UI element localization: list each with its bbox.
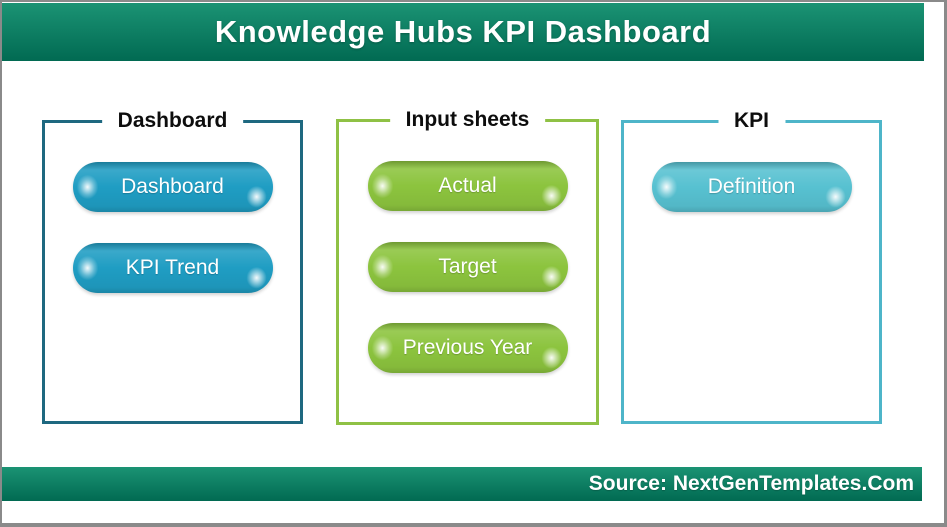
nav-pill-kpi-trend[interactable]: KPI Trend — [72, 243, 273, 293]
group-title-input-sheets: Input sheets — [389, 105, 546, 135]
group-title-kpi: KPI — [717, 106, 786, 136]
pill-label: Dashboard — [121, 175, 224, 198]
group-title-dashboard: Dashboard — [101, 106, 244, 136]
nav-pill-target[interactable]: Target — [367, 242, 568, 292]
pill-label: Definition — [707, 175, 796, 198]
pill-label: Previous Year — [402, 336, 533, 359]
nav-pill-dashboard[interactable]: Dashboard — [72, 162, 273, 212]
source-credit: Source: NextGenTemplates.Com — [588, 472, 914, 495]
pill-label: Actual — [438, 174, 497, 197]
page-title: Knowledge Hubs KPI Dashboard — [214, 14, 712, 49]
group-box-dashboard: Dashboard Dashboard KPI Trend — [42, 106, 303, 424]
footer-bar: Source: NextGenTemplates.Com — [2, 467, 922, 501]
nav-pill-actual[interactable]: Actual — [367, 161, 568, 211]
group-box-kpi: KPI Definition — [621, 106, 882, 424]
pill-label: Target — [438, 255, 497, 278]
nav-pill-definition[interactable]: Definition — [651, 162, 852, 212]
header-bar: Knowledge Hubs KPI Dashboard — [2, 3, 924, 61]
group-box-input-sheets: Input sheets Actual Target Previous Year — [336, 105, 599, 425]
pill-label: KPI Trend — [125, 256, 220, 279]
nav-pill-previous-year[interactable]: Previous Year — [367, 323, 568, 373]
